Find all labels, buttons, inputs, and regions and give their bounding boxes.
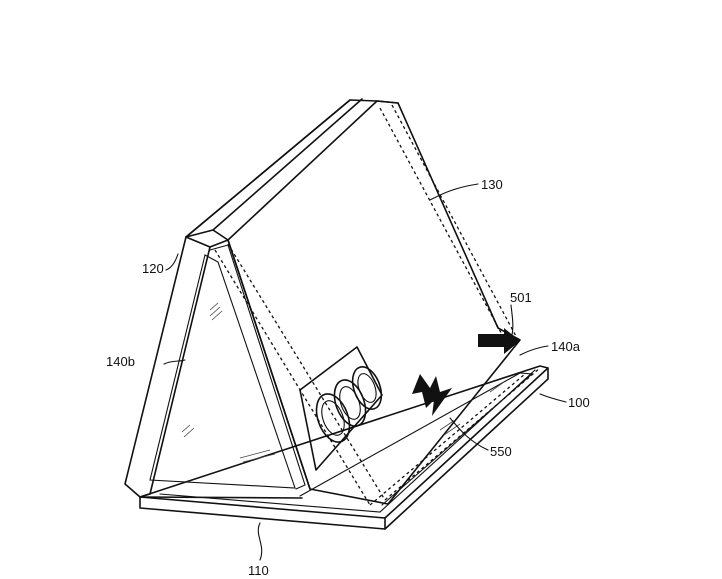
reference-labels: 120 140b 130 501 140a 100 550 110 [106, 177, 590, 578]
left-panel [124, 229, 306, 499]
signal-bolt-icon [412, 374, 452, 416]
label-550: 550 [490, 444, 512, 459]
label-501: 501 [510, 290, 532, 305]
label-140b: 140b [106, 354, 135, 369]
leader-lines [163, 183, 567, 561]
label-120: 120 [142, 261, 164, 276]
direction-arrow-icon [478, 328, 520, 354]
camera-module [299, 346, 383, 471]
base-plate [139, 365, 549, 530]
top-panel [185, 98, 521, 505]
label-100: 100 [568, 395, 590, 410]
label-130: 130 [481, 177, 503, 192]
label-140a: 140a [551, 339, 581, 354]
fold-dashed-lines [214, 104, 541, 506]
label-110: 110 [248, 563, 269, 578]
